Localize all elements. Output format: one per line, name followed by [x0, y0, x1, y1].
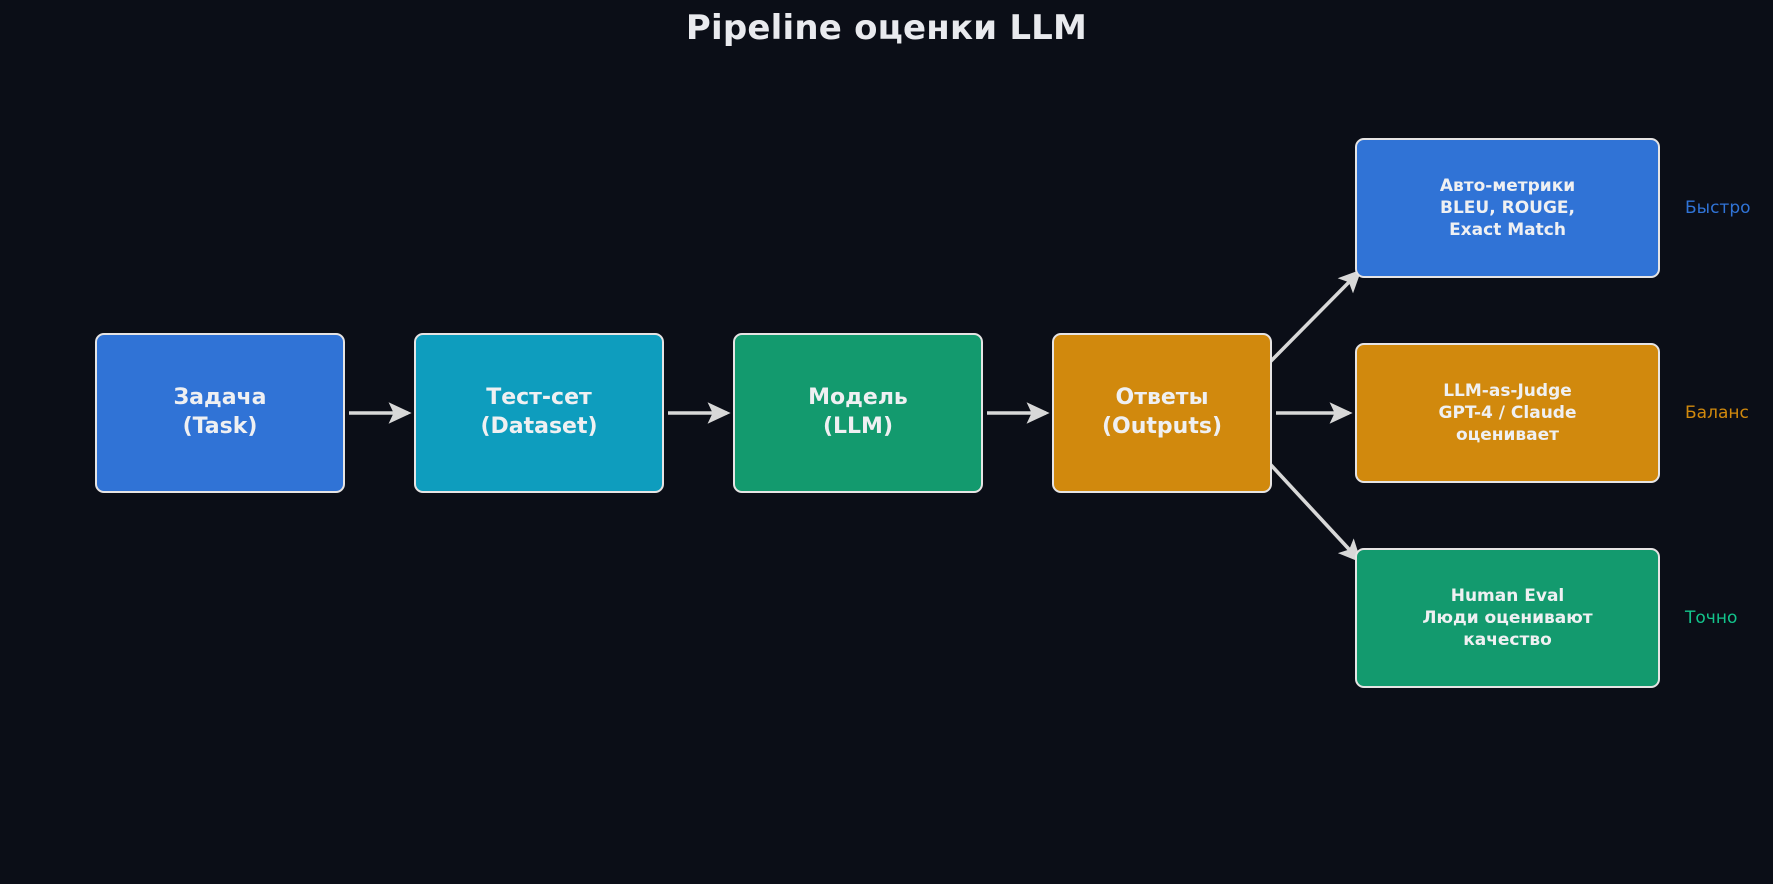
side-label-balance: Баланс	[1685, 403, 1749, 423]
side-label-precise: Точно	[1685, 608, 1738, 628]
node-model[interactable]: Модель (LLM)	[733, 333, 983, 493]
side-label-fast: Быстро	[1685, 198, 1751, 218]
node-human-eval[interactable]: Human Eval Люди оценивают качество	[1355, 548, 1660, 688]
page-title: Pipeline оценки LLM	[685, 8, 1088, 48]
node-auto-metrics[interactable]: Авто-метрики BLEU, ROUGE, Exact Match	[1355, 138, 1660, 278]
node-dataset[interactable]: Тест-сет (Dataset)	[414, 333, 664, 493]
connector-outputs-to-human-eval	[1268, 462, 1362, 563]
node-outputs[interactable]: Ответы (Outputs)	[1052, 333, 1272, 493]
node-llm-judge[interactable]: LLM-as-Judge GPT-4 / Claude оценивает	[1355, 343, 1660, 483]
connector-outputs-to-auto-metrics	[1268, 269, 1362, 364]
node-task[interactable]: Задача (Task)	[95, 333, 345, 493]
